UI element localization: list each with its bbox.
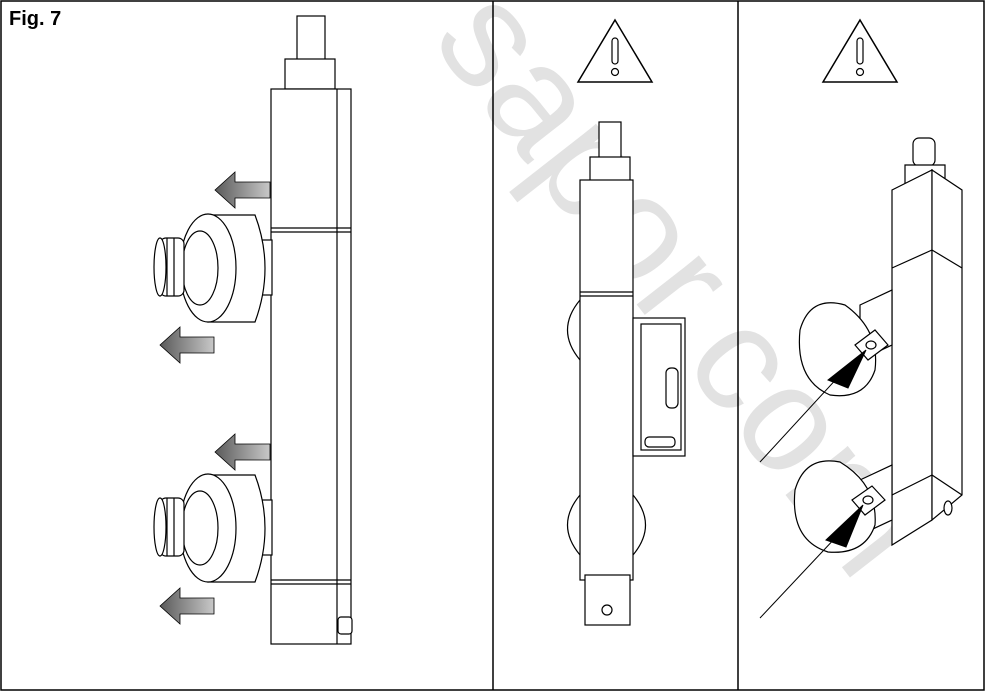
end-hole — [601, 604, 613, 616]
warning-icon — [821, 18, 899, 83]
roller-hub — [181, 230, 219, 306]
upper-roller-body — [798, 302, 877, 397]
main-bar — [579, 179, 634, 581]
bracket-slot — [665, 367, 679, 409]
lower-roller — [153, 473, 273, 583]
roller-right-lower — [632, 494, 646, 556]
cap-end — [153, 497, 167, 557]
end-hole — [943, 500, 953, 516]
panel-side-view — [567, 121, 686, 626]
top-stub — [912, 137, 936, 167]
arrows-icon — [159, 171, 271, 625]
end-block — [584, 574, 631, 626]
bar-joint-lower — [891, 474, 933, 496]
top-nut — [284, 58, 336, 90]
pointer-lower — [825, 504, 864, 548]
arrow-2 — [159, 326, 215, 364]
bar-side — [931, 168, 963, 522]
roller-left-lower — [567, 494, 581, 556]
lower-roller-body — [793, 460, 876, 553]
bar-joint-side — [931, 249, 963, 269]
top-stub — [598, 121, 622, 159]
top-collar — [589, 156, 631, 182]
cap-end — [153, 237, 167, 297]
panel-remove-rollers — [153, 15, 353, 645]
figure-label: Fig. 7 — [9, 8, 62, 30]
arrow-3 — [214, 433, 271, 471]
bar-front — [891, 169, 933, 547]
end-pin — [337, 616, 353, 635]
bracket-slot-bottom — [644, 436, 676, 448]
panel-screw-detail — [793, 137, 963, 553]
arrow-1 — [214, 171, 271, 209]
top-stub — [296, 15, 326, 61]
warning-icon — [576, 18, 654, 83]
pointer-callouts — [759, 349, 867, 619]
main-bar — [270, 88, 352, 645]
roller-left-upper — [567, 299, 581, 361]
bar-joint — [891, 249, 933, 269]
bar-joint-lower-side — [931, 474, 963, 496]
roller-hub — [181, 490, 219, 566]
lower-screw — [862, 495, 874, 505]
upper-screw — [865, 340, 877, 350]
arrow-4 — [159, 587, 215, 625]
pointer-upper — [827, 349, 867, 389]
upper-roller — [153, 213, 273, 323]
